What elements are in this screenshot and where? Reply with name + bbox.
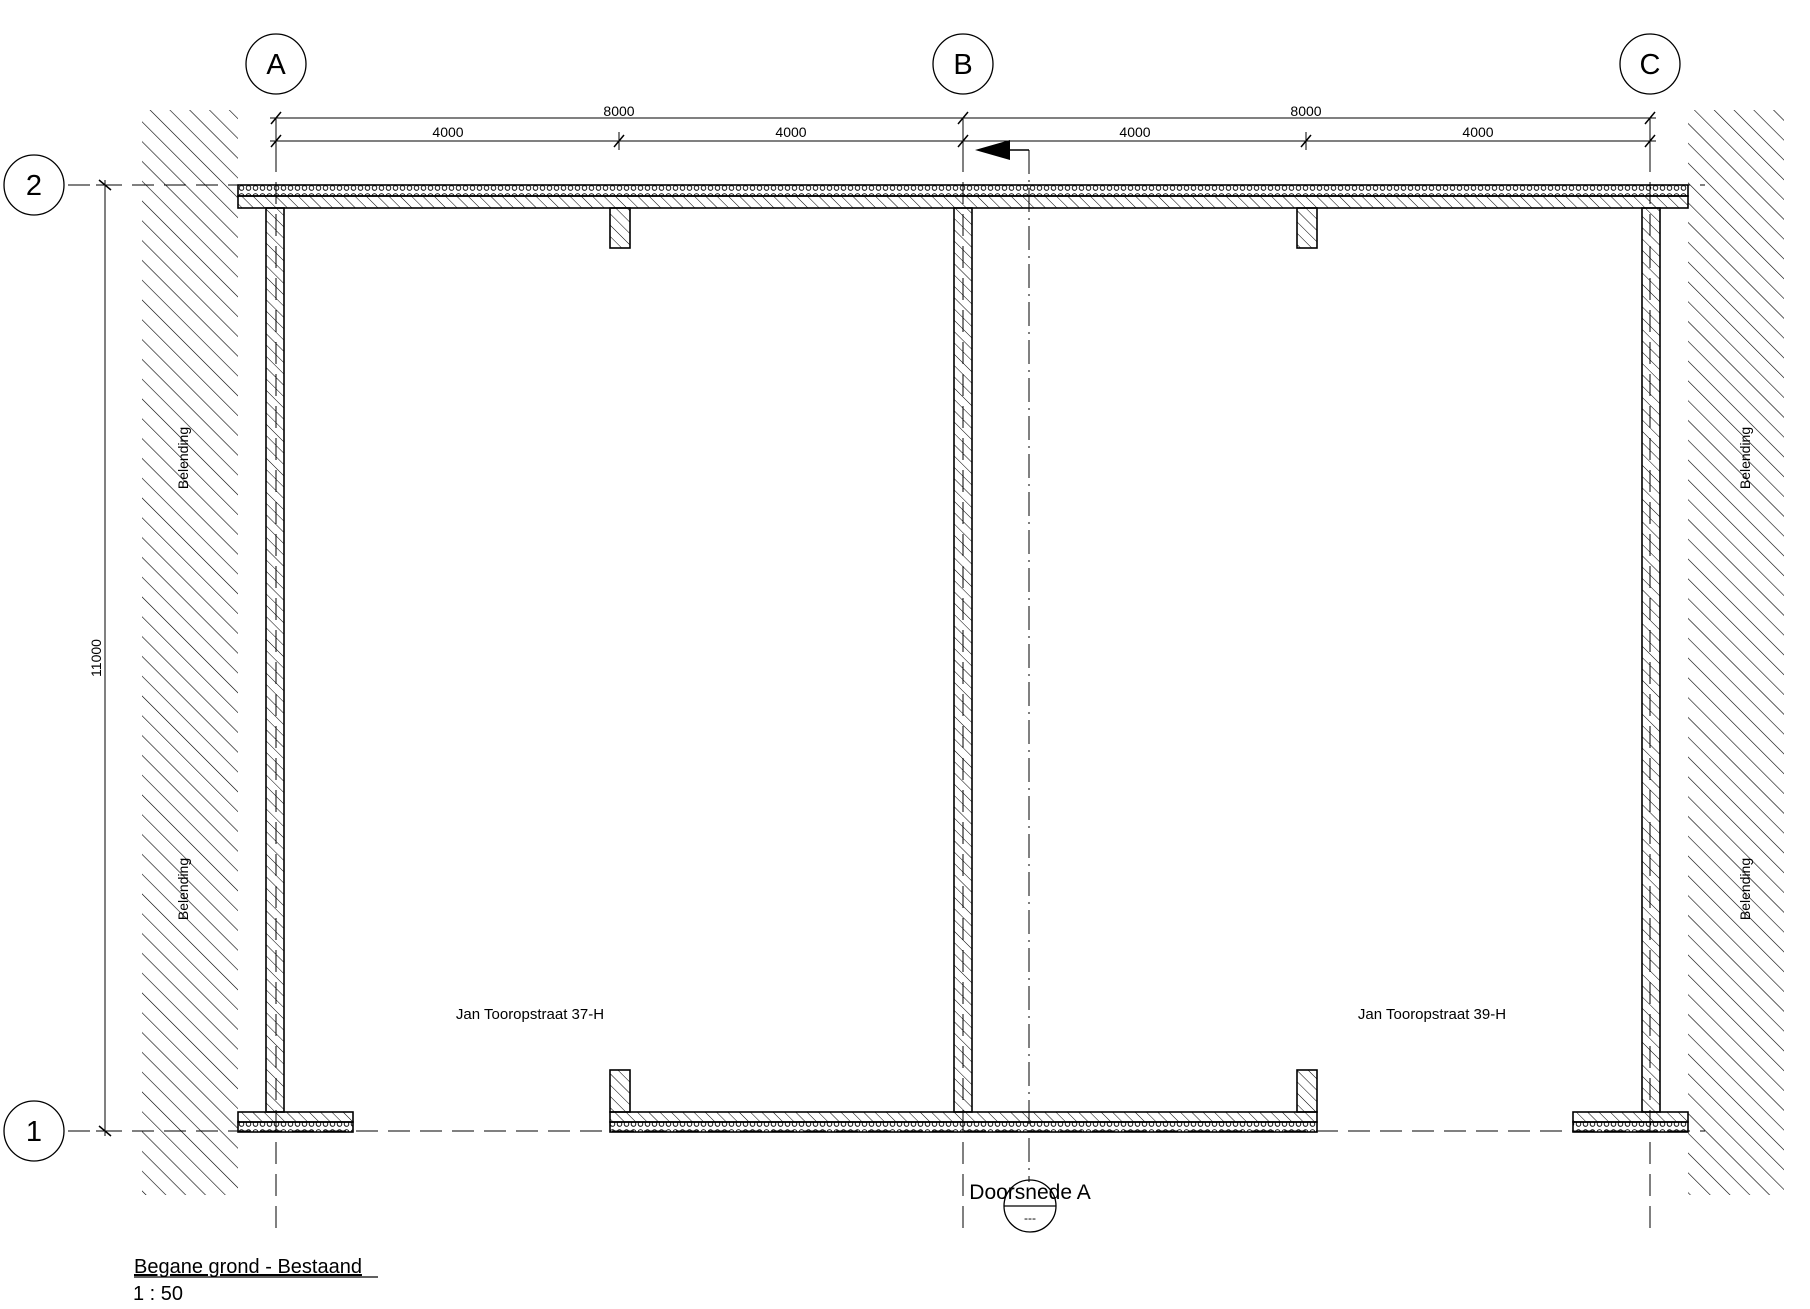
dimension-depth-label: 11000 bbox=[88, 639, 104, 677]
grid-bubble-c-label: C bbox=[1640, 49, 1661, 81]
bottom-stub-left bbox=[609, 1069, 631, 1113]
dimension-chain-sub: 4000 4000 4000 4000 bbox=[270, 124, 1656, 150]
dimension-overall-ab: 8000 bbox=[603, 103, 634, 119]
adjacent-label-right-lower: Belending bbox=[1737, 858, 1753, 920]
dimension-sub-2: 4000 bbox=[775, 124, 806, 140]
dimension-sub-4: 4000 bbox=[1462, 124, 1493, 140]
room-label-39h: Jan Tooropstraat 39-H bbox=[1358, 1006, 1506, 1023]
grid-bubble-2-label: 2 bbox=[26, 170, 42, 202]
grid-bubble-b-label: B bbox=[953, 49, 972, 81]
bottom-slab-right-insulation bbox=[1572, 1121, 1689, 1133]
grid-bubble-b: B bbox=[932, 33, 994, 95]
adjacent-label-left-lower: Belending bbox=[175, 858, 191, 920]
grid-bubble-2: 2 bbox=[3, 154, 65, 216]
top-slab bbox=[237, 195, 1689, 209]
section-arrow-icon bbox=[975, 140, 1010, 160]
grid-bubble-1-label: 1 bbox=[26, 1116, 42, 1148]
bottom-slab-middle bbox=[609, 1111, 1318, 1123]
top-stub-left bbox=[609, 207, 631, 249]
adjacent-label-right-upper: Belending bbox=[1737, 427, 1753, 489]
grid-bubble-c: C bbox=[1619, 33, 1681, 95]
section-label: Doorsnede A bbox=[969, 1181, 1090, 1204]
view-title: Begane grond - Bestaand bbox=[134, 1256, 362, 1278]
dimension-overall-bc: 8000 bbox=[1290, 103, 1321, 119]
dimension-sub-3: 4000 bbox=[1119, 124, 1150, 140]
grid-bubble-a-label: A bbox=[266, 49, 286, 81]
grid-bubble-a: A bbox=[245, 33, 307, 95]
adjacent-building-right bbox=[1688, 110, 1784, 1195]
section-marker-ref: --- bbox=[1024, 1211, 1036, 1225]
dimension-chain-overall: 8000 8000 bbox=[270, 103, 1656, 125]
top-stub-right bbox=[1296, 207, 1318, 249]
grid-bubble-1: 1 bbox=[3, 1100, 65, 1162]
wall-c bbox=[1641, 207, 1661, 1113]
bottom-slab-right bbox=[1572, 1111, 1689, 1123]
wall-a bbox=[265, 207, 285, 1113]
wall-b bbox=[953, 207, 973, 1113]
view-scale: 1 : 50 bbox=[133, 1283, 183, 1305]
bottom-slab-left bbox=[237, 1111, 354, 1123]
top-slab-insulation bbox=[237, 184, 1689, 197]
bottom-stub-right bbox=[1296, 1069, 1318, 1113]
adjacent-label-left-upper: Belending bbox=[175, 427, 191, 489]
bottom-slab-middle-insulation bbox=[609, 1121, 1318, 1133]
bottom-slab-left-insulation bbox=[237, 1121, 354, 1133]
room-label-37h: Jan Tooropstraat 37-H bbox=[456, 1006, 604, 1023]
dimension-depth: 11000 bbox=[88, 179, 114, 1137]
dimension-sub-1: 4000 bbox=[432, 124, 463, 140]
adjacent-building-left bbox=[142, 110, 238, 1195]
